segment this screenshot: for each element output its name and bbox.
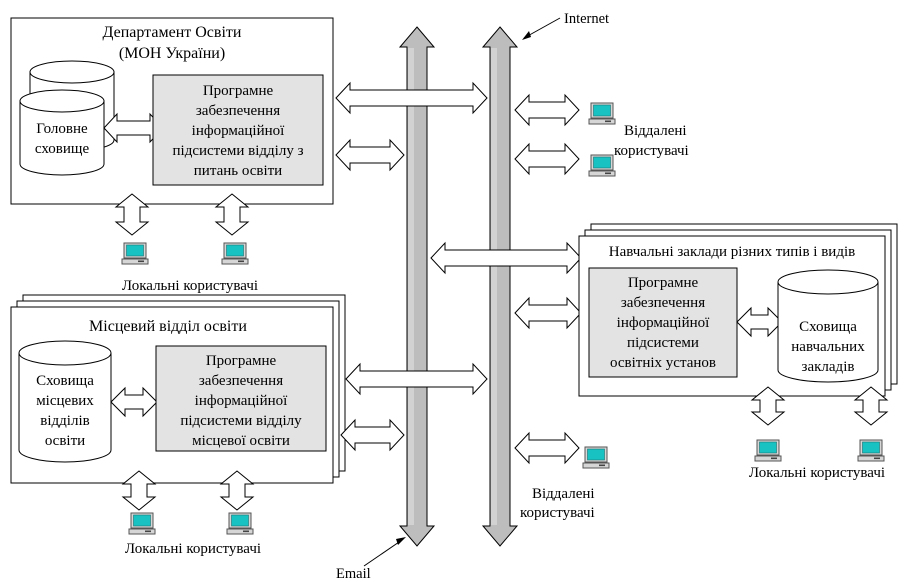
- department-software-line5: питань освіти: [194, 163, 282, 179]
- schools-software-line1: Програмне: [628, 275, 699, 291]
- remote-bottom-label-line2: користувачі: [520, 505, 595, 521]
- local-internet-arrow-icon: [345, 362, 488, 396]
- main-storage-label-line1: Головне: [36, 121, 88, 137]
- dept-computer-icon-1: [121, 242, 149, 265]
- local-down-arrow-icon-2: [219, 470, 255, 511]
- schools-software-line3: інформаційної: [617, 315, 710, 331]
- schools-software-line2: забезпечення: [621, 295, 705, 311]
- local-computer-icon-1: [128, 512, 156, 535]
- local-storage-label-line3: відділів: [40, 413, 89, 429]
- dept-local-users-label: Локальні користувачі: [122, 278, 258, 294]
- email-pointer-line: [363, 539, 403, 567]
- department-software-line2: забезпечення: [196, 103, 280, 119]
- schools-software-line4: підсистеми: [627, 335, 699, 351]
- schools-software-line5: освітніх установ: [610, 355, 716, 371]
- local-dept-local-users-label: Локальні користувачі: [125, 541, 261, 557]
- department-software-line3: інформаційної: [192, 123, 285, 139]
- remote-top-arrow-icon-1: [514, 93, 580, 127]
- local-storage-label-line2: місцевих: [36, 393, 94, 409]
- dept-email-arrow-icon: [335, 138, 405, 172]
- internet-bus: [481, 26, 519, 547]
- dept-computer-icon-2: [221, 242, 249, 265]
- local-email-arrow-icon: [340, 418, 405, 452]
- remote-top-label-line2: користувачі: [614, 143, 689, 159]
- schools-down-arrow-icon-2: [853, 386, 889, 426]
- local-software-line4: підсистеми відділу: [180, 413, 302, 429]
- main-storage-database-icon: [19, 60, 115, 176]
- dept-internet-arrow-icon: [335, 81, 488, 115]
- schools-computer-icon-2: [857, 439, 885, 462]
- remote-top-computer-icon-2: [588, 154, 616, 177]
- main-storage-label-line2: сховище: [35, 141, 90, 157]
- local-down-arrow-icon-1: [121, 470, 157, 511]
- local-software-line2: забезпечення: [199, 373, 283, 389]
- remote-top-arrow-icon-2: [514, 142, 580, 176]
- schools-storage-line1: Сховища: [799, 319, 857, 335]
- local-dept-title: Місцевий відділ освіти: [89, 318, 247, 335]
- local-storage-label-line1: Сховища: [36, 373, 94, 389]
- remote-bottom-computer-icon: [582, 446, 610, 469]
- schools-software-box: Програмне забезпечення інформаційної під…: [588, 267, 738, 378]
- remote-top-label-line1: Віддалені: [624, 123, 687, 139]
- schools-storage-database-icon: [777, 269, 879, 383]
- remote-bottom-label-line1: Віддалені: [532, 486, 595, 502]
- schools-internet-arrow-icon: [514, 296, 582, 330]
- email-pointer-arrowhead: [396, 537, 406, 545]
- email-label: Email: [336, 566, 371, 582]
- dept-down-arrow-icon-2: [214, 193, 250, 236]
- local-storage-database-icon: [18, 340, 112, 463]
- local-software-line1: Програмне: [206, 353, 277, 369]
- department-title-line1: Департамент Освіти: [103, 24, 242, 41]
- schools-local-users-label: Локальні користувачі: [749, 465, 885, 481]
- dept-down-arrow-icon-1: [114, 193, 150, 236]
- schools-down-arrow-icon-1: [750, 386, 786, 426]
- department-software-line1: Програмне: [203, 83, 274, 99]
- remote-bottom-arrow-icon: [514, 431, 580, 465]
- internet-label: Internet: [564, 11, 609, 27]
- local-software-line5: місцевої освіти: [192, 433, 290, 449]
- department-software-line4: підсистеми відділу з: [173, 143, 304, 159]
- department-software-box: Програмне забезпечення інформаційної під…: [152, 74, 324, 186]
- schools-storage-line2: навчальних: [791, 339, 865, 355]
- schools-title: Навчальні заклади різних типів і видів: [609, 244, 855, 260]
- local-dept-software-box: Програмне забезпечення інформаційної під…: [155, 345, 327, 452]
- remote-top-computer-icon-1: [588, 102, 616, 125]
- local-computer-icon-2: [226, 512, 254, 535]
- internet-pointer-arrowhead: [522, 31, 531, 40]
- email-bus: [398, 26, 436, 547]
- local-storage-label-line4: освіти: [45, 433, 85, 449]
- schools-storage-line3: закладів: [802, 359, 855, 375]
- local-software-line3: інформаційної: [195, 393, 288, 409]
- department-title-line2: (МОН України): [119, 45, 225, 62]
- schools-computer-icon-1: [754, 439, 782, 462]
